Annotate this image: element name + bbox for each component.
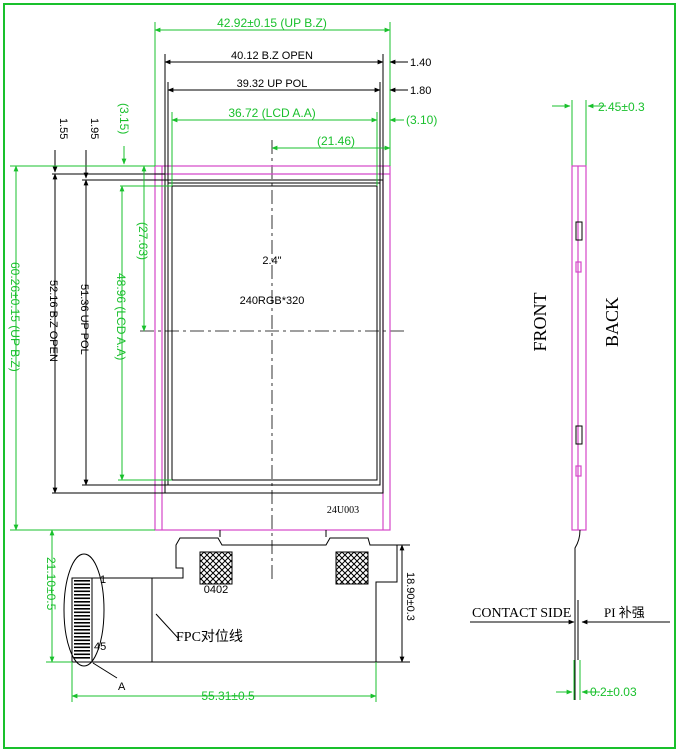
bezel-open-outline <box>164 179 384 494</box>
contact-pin <box>74 608 90 610</box>
fpc-contacts <box>74 580 90 659</box>
contact-pin <box>74 632 90 635</box>
contact-pin <box>74 657 90 659</box>
dim-up-pol-width: 39.32 UP POL <box>237 78 308 90</box>
contact-pin <box>74 643 90 645</box>
contact-pin <box>74 625 90 628</box>
detail-a-circle <box>63 553 105 667</box>
dim-fpc-length: 21.10±0.5 <box>44 557 58 611</box>
pin-45-label: 45 <box>94 641 106 653</box>
pin-1-label: 1 <box>100 574 106 586</box>
contact-pin <box>74 601 90 603</box>
dim-bz-open-width: 40.12 B.Z OPEN <box>231 50 313 62</box>
fpc-outline <box>151 537 398 663</box>
side-profile <box>571 165 587 531</box>
dim-half-height: (27.63) <box>136 222 150 260</box>
sheet-border <box>3 3 676 749</box>
contact-pin <box>74 604 90 607</box>
contact-pin <box>74 594 90 596</box>
contact-pin <box>74 587 90 589</box>
contact-pin <box>74 653 90 656</box>
contact-pin <box>74 611 90 614</box>
front-label: FRONT <box>530 292 550 351</box>
dim-lcd-aa-height: 48.96 (LCD A.A) <box>114 273 128 360</box>
up-bezel-outline <box>154 165 391 531</box>
side-view: 2.45±0.3 FRONT BACK CONTACT SIDE PI 补强 0… <box>470 100 670 700</box>
contact-pin <box>74 580 90 582</box>
contact-pin <box>74 590 90 593</box>
contact-pin <box>74 583 90 586</box>
contact-pin <box>74 622 90 624</box>
up-pol-outline <box>167 182 381 486</box>
resolution-label: 240RGB*320 <box>240 295 305 307</box>
dim-lcd-aa-width: 36.72 (LCD A.A) <box>228 106 315 120</box>
back-label: BACK <box>602 297 622 347</box>
dim-left-offset-2: 1.95 <box>88 118 100 139</box>
dim-top-offset: (3.15) <box>117 103 131 134</box>
contact-pin <box>74 646 90 649</box>
dim-stiffener-thickness: 0.2±0.03 <box>590 685 637 699</box>
contact-pin <box>74 650 90 652</box>
contact-pin <box>74 629 90 631</box>
dim-up-bz-width: 42.92±0.15 (UP B.Z) <box>217 16 327 30</box>
dim-module-thickness: 2.45±0.3 <box>598 100 645 114</box>
contact-side-label: CONTACT SIDE <box>472 606 571 621</box>
dim-up-bz-height: 60.26±0.15 (UP B.Z) <box>8 262 22 372</box>
contact-pin <box>74 618 90 621</box>
dim-left-offset-1: 1.55 <box>57 118 69 139</box>
contact-pin <box>74 639 90 642</box>
dim-bz-open-height: 52.16 B.Z OPEN <box>47 280 59 362</box>
detail-a-label: A <box>118 681 126 693</box>
contact-pin <box>74 597 90 600</box>
front-view: 2.4" 240RGB*320 24U003 0402 1 45 A FPC对位… <box>8 16 437 703</box>
lcd-active-area <box>171 185 378 481</box>
dim-total-width: 55.31±0.5 <box>201 689 255 703</box>
dim-fpc-height: 18.90±0.3 <box>404 572 416 621</box>
dim-right-offset-3: (3.10) <box>406 113 437 127</box>
pi-stiffener-label: PI 补强 <box>604 605 645 620</box>
contact-pin <box>74 636 90 638</box>
dim-up-pol-height: 51.36 UP POL <box>78 284 90 355</box>
dim-half-width: (21.46) <box>317 134 355 148</box>
dim-right-offset-2: 1.80 <box>410 85 431 97</box>
fpc-component-left <box>199 551 233 585</box>
model-code: 24U003 <box>327 505 359 516</box>
diagonal-size: 2.4" <box>262 255 281 267</box>
fpc-alignment-note: FPC对位线 <box>176 629 243 645</box>
svg-text:0402: 0402 <box>204 584 228 596</box>
dim-right-offset-1: 1.40 <box>410 57 431 69</box>
fpc-component-right <box>335 551 369 585</box>
contact-pin <box>74 615 90 617</box>
